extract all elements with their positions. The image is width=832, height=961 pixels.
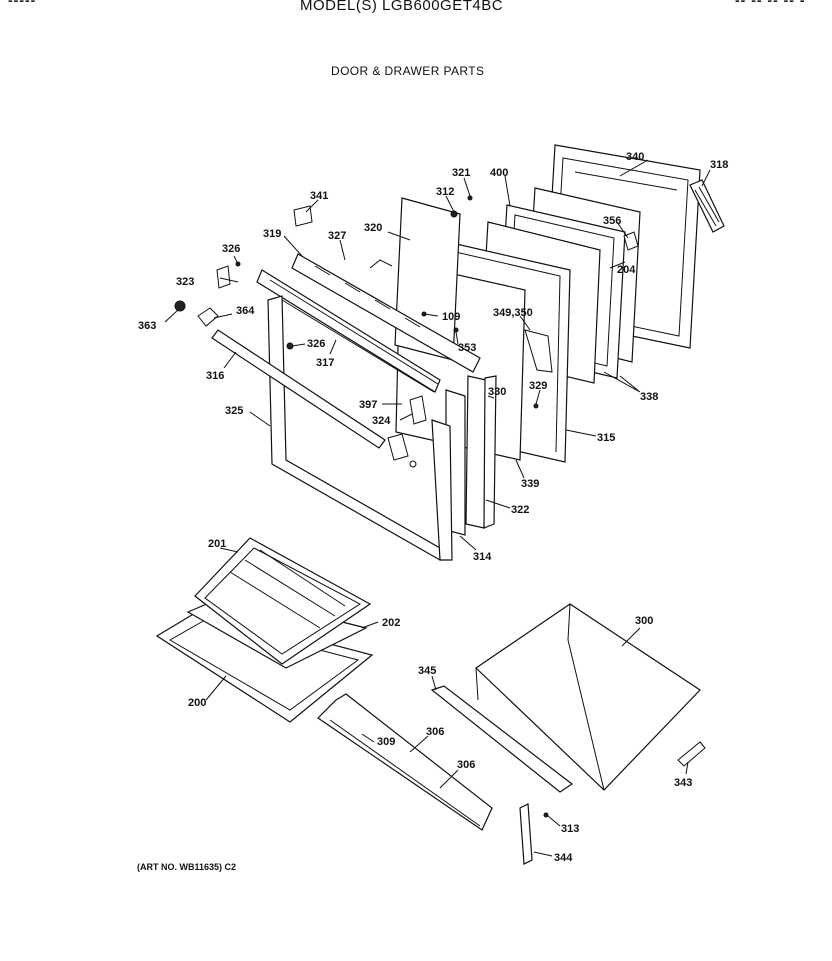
callout-200: 200	[188, 697, 206, 709]
callout-327: 327	[328, 230, 346, 242]
callout-314: 314	[473, 551, 492, 563]
part-319-vent-trim	[291, 253, 481, 373]
callout-397: 397	[359, 399, 377, 411]
callout-202: 202	[382, 617, 400, 629]
callout-300: 300	[635, 615, 653, 627]
header-right-fragment: -- -- -- -- -	[735, 0, 806, 8]
callout-326-top: 326	[222, 243, 240, 255]
callout-341: 341	[310, 190, 328, 202]
part-317-door-top-trim	[256, 269, 441, 393]
diagram-subtitle: DOOR & DRAWER PARTS	[331, 64, 485, 78]
callout-330: 330	[488, 386, 506, 398]
callout-324: 324	[372, 415, 391, 427]
callout-315: 315	[597, 432, 615, 444]
callout-316: 316	[206, 370, 224, 382]
callout-400: 400	[490, 167, 508, 179]
part-325-outer-door-frame	[267, 295, 453, 562]
part-313-screw	[543, 812, 549, 818]
part-324-hinge-block	[387, 395, 427, 468]
callout-323: 323	[176, 276, 194, 288]
part-318-door-handle	[689, 179, 725, 233]
callout-322: 322	[511, 504, 529, 516]
callout-109: 109	[442, 311, 460, 323]
leader-lines	[164, 159, 711, 857]
callout-363: 363	[138, 320, 156, 332]
part-321-screw	[467, 195, 473, 201]
callout-344: 344	[554, 852, 573, 864]
page-header: ----- MODEL(S) LGB600GET4BC -- -- -- -- …	[0, 0, 832, 20]
part-329-screw	[533, 403, 539, 409]
callout-306-lower: 306	[457, 759, 475, 771]
callout-325: 325	[225, 405, 243, 417]
part-363-knob	[174, 300, 186, 312]
part-306-drawer-front	[317, 693, 493, 831]
callout-309: 309	[377, 736, 395, 748]
callout-343: 343	[674, 777, 692, 789]
part-200-broiler-pan	[155, 609, 374, 723]
callout-338: 338	[640, 391, 658, 403]
callout-339: 339	[521, 478, 539, 490]
callout-313: 313	[561, 823, 579, 835]
part-323-bracket	[216, 265, 231, 289]
part-330-channel	[465, 375, 497, 529]
callout-318: 318	[710, 159, 728, 171]
callout-345: 345	[418, 665, 436, 677]
callout-320: 320	[364, 222, 382, 234]
callout-labels: 340 318 400 321 312 341 356 204 320 327 …	[138, 151, 728, 864]
part-353-screw	[453, 327, 459, 333]
part-343-drawer-stop	[677, 741, 706, 767]
part-345-drawer-rail	[430, 685, 574, 793]
callout-340: 340	[626, 151, 644, 163]
art-number: (ART NO. WB11635) C2	[137, 862, 237, 872]
callout-326-mid: 326	[307, 338, 325, 350]
callout-312: 312	[436, 186, 454, 198]
part-201-broiler-grid	[194, 537, 372, 665]
callout-317: 317	[316, 357, 334, 369]
part-300-drawer-body	[475, 603, 701, 791]
model-title: MODEL(S) LGB600GET4BC	[300, 0, 504, 14]
callout-321: 321	[452, 167, 470, 179]
callout-306-upper: 306	[426, 726, 444, 738]
callout-353: 353	[458, 342, 476, 354]
part-364-end-cap	[197, 307, 219, 327]
callout-329: 329	[529, 380, 547, 392]
callout-364: 364	[236, 305, 255, 317]
part-344-drawer-strip	[519, 803, 533, 865]
callout-319: 319	[263, 228, 281, 240]
callout-201: 201	[208, 538, 226, 550]
header-left-fragment: -----	[8, 0, 37, 8]
callout-204: 204	[617, 264, 636, 276]
callout-349-350: 349,350	[493, 307, 533, 319]
part-316-handle-rod	[211, 329, 386, 449]
callout-356: 356	[603, 215, 621, 227]
